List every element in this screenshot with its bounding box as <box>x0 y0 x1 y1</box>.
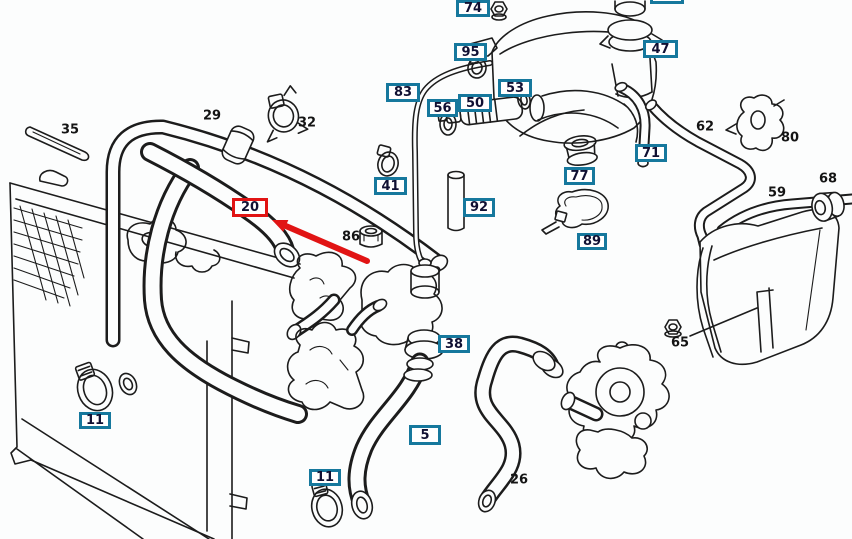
clamp-32-drawing <box>266 85 309 143</box>
part-label-80: 80 <box>780 130 800 146</box>
part-label-83[interactable]: 83 <box>386 83 420 102</box>
part-label-38[interactable]: 38 <box>438 335 470 353</box>
hose-26-drawing <box>474 335 564 513</box>
hose-29-drawing <box>105 119 449 348</box>
pipe-92-drawing <box>447 170 465 232</box>
part-label-68: 68 <box>818 171 838 187</box>
part-label-56[interactable]: 56 <box>427 99 458 117</box>
highlight-arrow <box>272 219 370 264</box>
part-label-11[interactable]: 11 <box>309 469 341 486</box>
clamp-41-drawing <box>376 144 399 177</box>
water-pump-drawing <box>560 341 670 480</box>
hose-5-drawing <box>347 352 434 520</box>
part-label-41[interactable]: 41 <box>374 177 407 195</box>
grommet-68-drawing <box>811 191 845 222</box>
part-label-cutoff[interactable] <box>650 0 684 4</box>
radiator-lower-hose-drawing <box>142 158 308 424</box>
cable-tie-89-drawing <box>541 188 609 235</box>
part-label-89[interactable]: 89 <box>577 233 607 250</box>
part-label-47[interactable]: 47 <box>643 40 678 58</box>
clip-80-drawing <box>725 94 785 152</box>
grommet-86-drawing <box>359 225 383 248</box>
part-label-35: 35 <box>60 122 80 138</box>
hose-62-drawing <box>644 99 756 250</box>
thermostat-housing-drawing <box>286 251 444 360</box>
nut-65-drawing <box>664 319 682 338</box>
part-label-59: 59 <box>767 185 787 201</box>
hose-stub-11a <box>118 372 138 396</box>
part-label-26: 26 <box>509 472 529 488</box>
part-label-53[interactable]: 53 <box>498 79 532 97</box>
highlighted-part-label-20[interactable]: 20 <box>232 198 268 217</box>
part-label-32: 32 <box>297 115 317 131</box>
engine-top-drawing <box>529 89 639 143</box>
engine-block-drawing <box>286 298 388 411</box>
part-label-92[interactable]: 92 <box>463 198 495 217</box>
part-label-11[interactable]: 11 <box>79 412 111 429</box>
part-label-50[interactable]: 50 <box>458 94 492 112</box>
grommet-77-drawing <box>563 134 598 167</box>
part-label-86: 86 <box>341 229 361 245</box>
reservoir-tank-drawing <box>689 193 852 366</box>
clamp-11a-drawing <box>74 361 114 412</box>
part-label-71[interactable]: 71 <box>635 144 667 162</box>
part-label-62: 62 <box>695 119 715 135</box>
part-label-65: 65 <box>670 335 690 351</box>
part-label-5[interactable]: 5 <box>409 425 441 445</box>
part-label-29: 29 <box>202 108 222 124</box>
strip-35-drawing <box>24 126 90 162</box>
part-label-77[interactable]: 77 <box>564 167 595 185</box>
part-label-74[interactable]: 74 <box>456 0 490 17</box>
part-label-95[interactable]: 95 <box>454 43 487 61</box>
